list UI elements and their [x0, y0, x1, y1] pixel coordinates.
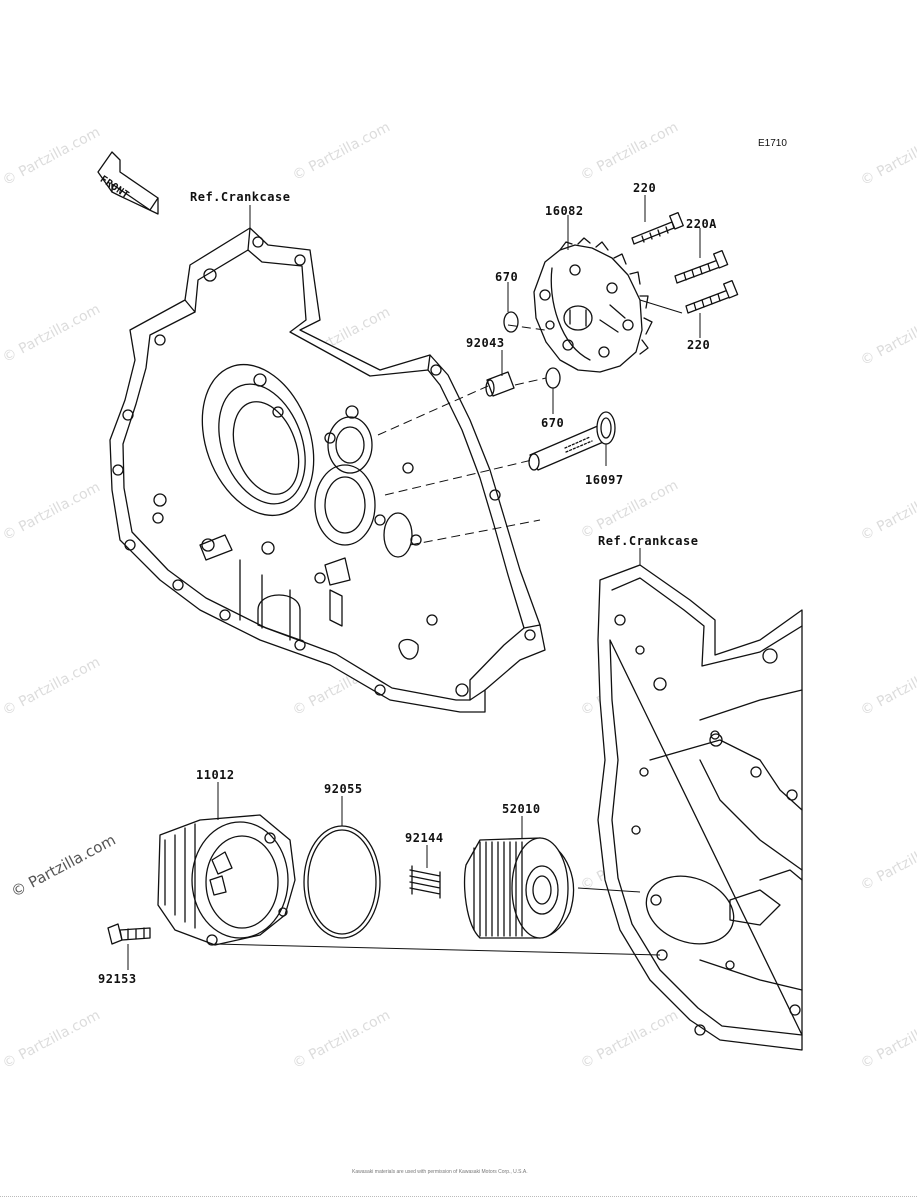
bolt-220a [674, 249, 729, 284]
right-crankcase [597, 564, 803, 1051]
bolt-220-top [631, 211, 684, 245]
oring-92055 [303, 825, 381, 939]
oil-filter-cover-11012 [157, 814, 296, 946]
oil-pump-gear [533, 237, 653, 373]
label-92055: 92055 [324, 782, 363, 796]
label-670-bottom: 670 [541, 416, 565, 430]
left-crankcase [109, 227, 546, 713]
label-220a: 220A [686, 217, 717, 231]
label-16097: 16097 [585, 473, 624, 487]
label-ref-crankcase-top: Ref.Crankcase [190, 190, 291, 204]
pump-shaft-16097 [528, 411, 616, 471]
label-92043: 92043 [466, 336, 505, 350]
page-edge [0, 1196, 917, 1198]
diagram-code: E1710 [758, 138, 787, 149]
oil-filter-52010 [463, 837, 575, 939]
bolt-220-bottom [685, 279, 739, 314]
label-670-top: 670 [495, 270, 519, 284]
bolt-92153 [107, 923, 151, 945]
front-arrow-icon [97, 151, 159, 215]
label-ref-crankcase-right: Ref.Crankcase [598, 534, 699, 548]
label-220-top: 220 [633, 181, 657, 195]
pin-92043 [485, 371, 515, 397]
label-220-bottom: 220 [687, 338, 711, 352]
copyright-notice: Kawasaki materials are used with permiss… [352, 1169, 528, 1175]
label-11012: 11012 [196, 768, 235, 782]
label-52010: 52010 [502, 802, 541, 816]
label-92153: 92153 [98, 972, 137, 986]
spring-92144 [409, 865, 441, 899]
oring-670-top [503, 311, 519, 333]
label-92144: 92144 [405, 831, 444, 845]
label-16082: 16082 [545, 204, 584, 218]
oring-670-bottom [545, 367, 561, 389]
